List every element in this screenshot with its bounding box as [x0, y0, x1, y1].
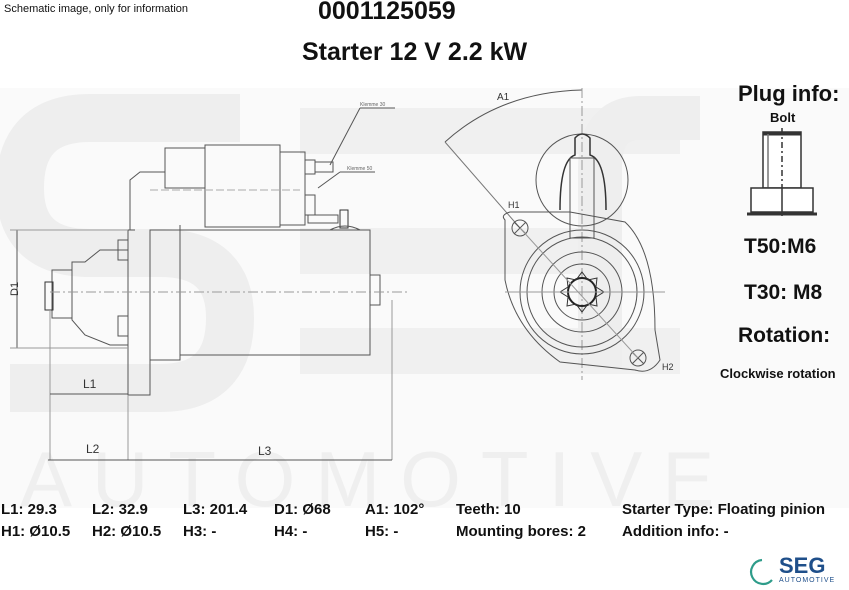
rotation-value: Clockwise rotation: [720, 366, 836, 381]
l2-label: L2: [86, 442, 100, 456]
spec-h2: H2: Ø10.5: [92, 523, 162, 540]
spec-teeth: Teeth: 10: [456, 501, 521, 518]
spec-d1: D1: Ø68: [274, 501, 331, 518]
h2-label: H2: [662, 362, 674, 372]
spec-h4: H4: -: [274, 523, 308, 540]
technical-drawing: D1 L1 L2 L3 Klemme 30 Klemme 50 A1 H1 H2: [9, 88, 674, 461]
front-view: A1 H1 H2: [444, 88, 674, 380]
l3-label: L3: [258, 444, 272, 458]
spec-table: L1: 29.3 L2: 32.9 L3: 201.4 D1: Ø68 A1: …: [0, 501, 849, 547]
product-title: Starter 12 V 2.2 kW: [302, 38, 528, 66]
spec-a1: A1: 102°: [365, 501, 425, 518]
spec-h1: H1: Ø10.5: [1, 523, 71, 540]
seg-logo-brand: SEG: [779, 553, 826, 578]
side-view: D1 L1 L2 L3 Klemme 30 Klemme 50: [9, 102, 410, 461]
spec-l2: L2: 32.9: [92, 501, 148, 518]
a1-label: A1: [497, 92, 510, 103]
spec-starter-type: Starter Type: Floating pinion: [622, 501, 826, 518]
plug-type: Bolt: [770, 110, 796, 125]
spec-l1: L1: 29.3: [1, 501, 57, 518]
l1-label: L1: [83, 377, 97, 391]
spec-h5: H5: -: [365, 523, 399, 540]
d1-label: D1: [9, 282, 21, 296]
spec-l3: L3: 201.4: [183, 501, 248, 518]
rotation-label: Rotation:: [738, 324, 831, 347]
disclaimer: Schematic image, only for information: [4, 3, 189, 15]
spec-h3: H3: -: [183, 523, 217, 540]
h1-label: H1: [508, 200, 520, 210]
watermark-text: AUTOMOTIVE: [20, 435, 734, 508]
plug-info-title: Plug info:: [738, 81, 840, 106]
seg-logo-sub: AUTOMOTIVE: [779, 577, 836, 584]
terminal-30-label: Klemme 30: [360, 102, 386, 108]
t30-thread: T30: M8: [744, 281, 823, 304]
seg-logo-ring-icon: [750, 558, 773, 586]
terminal-50-label: Klemme 50: [347, 166, 373, 172]
bolt-icon: [747, 128, 817, 216]
part-number: 0001125059: [318, 0, 456, 25]
t50-thread: T50:M6: [744, 235, 817, 258]
spec-mounting-bores: Mounting bores: 2: [456, 523, 586, 540]
spec-addition-info: Addition info: -: [622, 523, 729, 540]
